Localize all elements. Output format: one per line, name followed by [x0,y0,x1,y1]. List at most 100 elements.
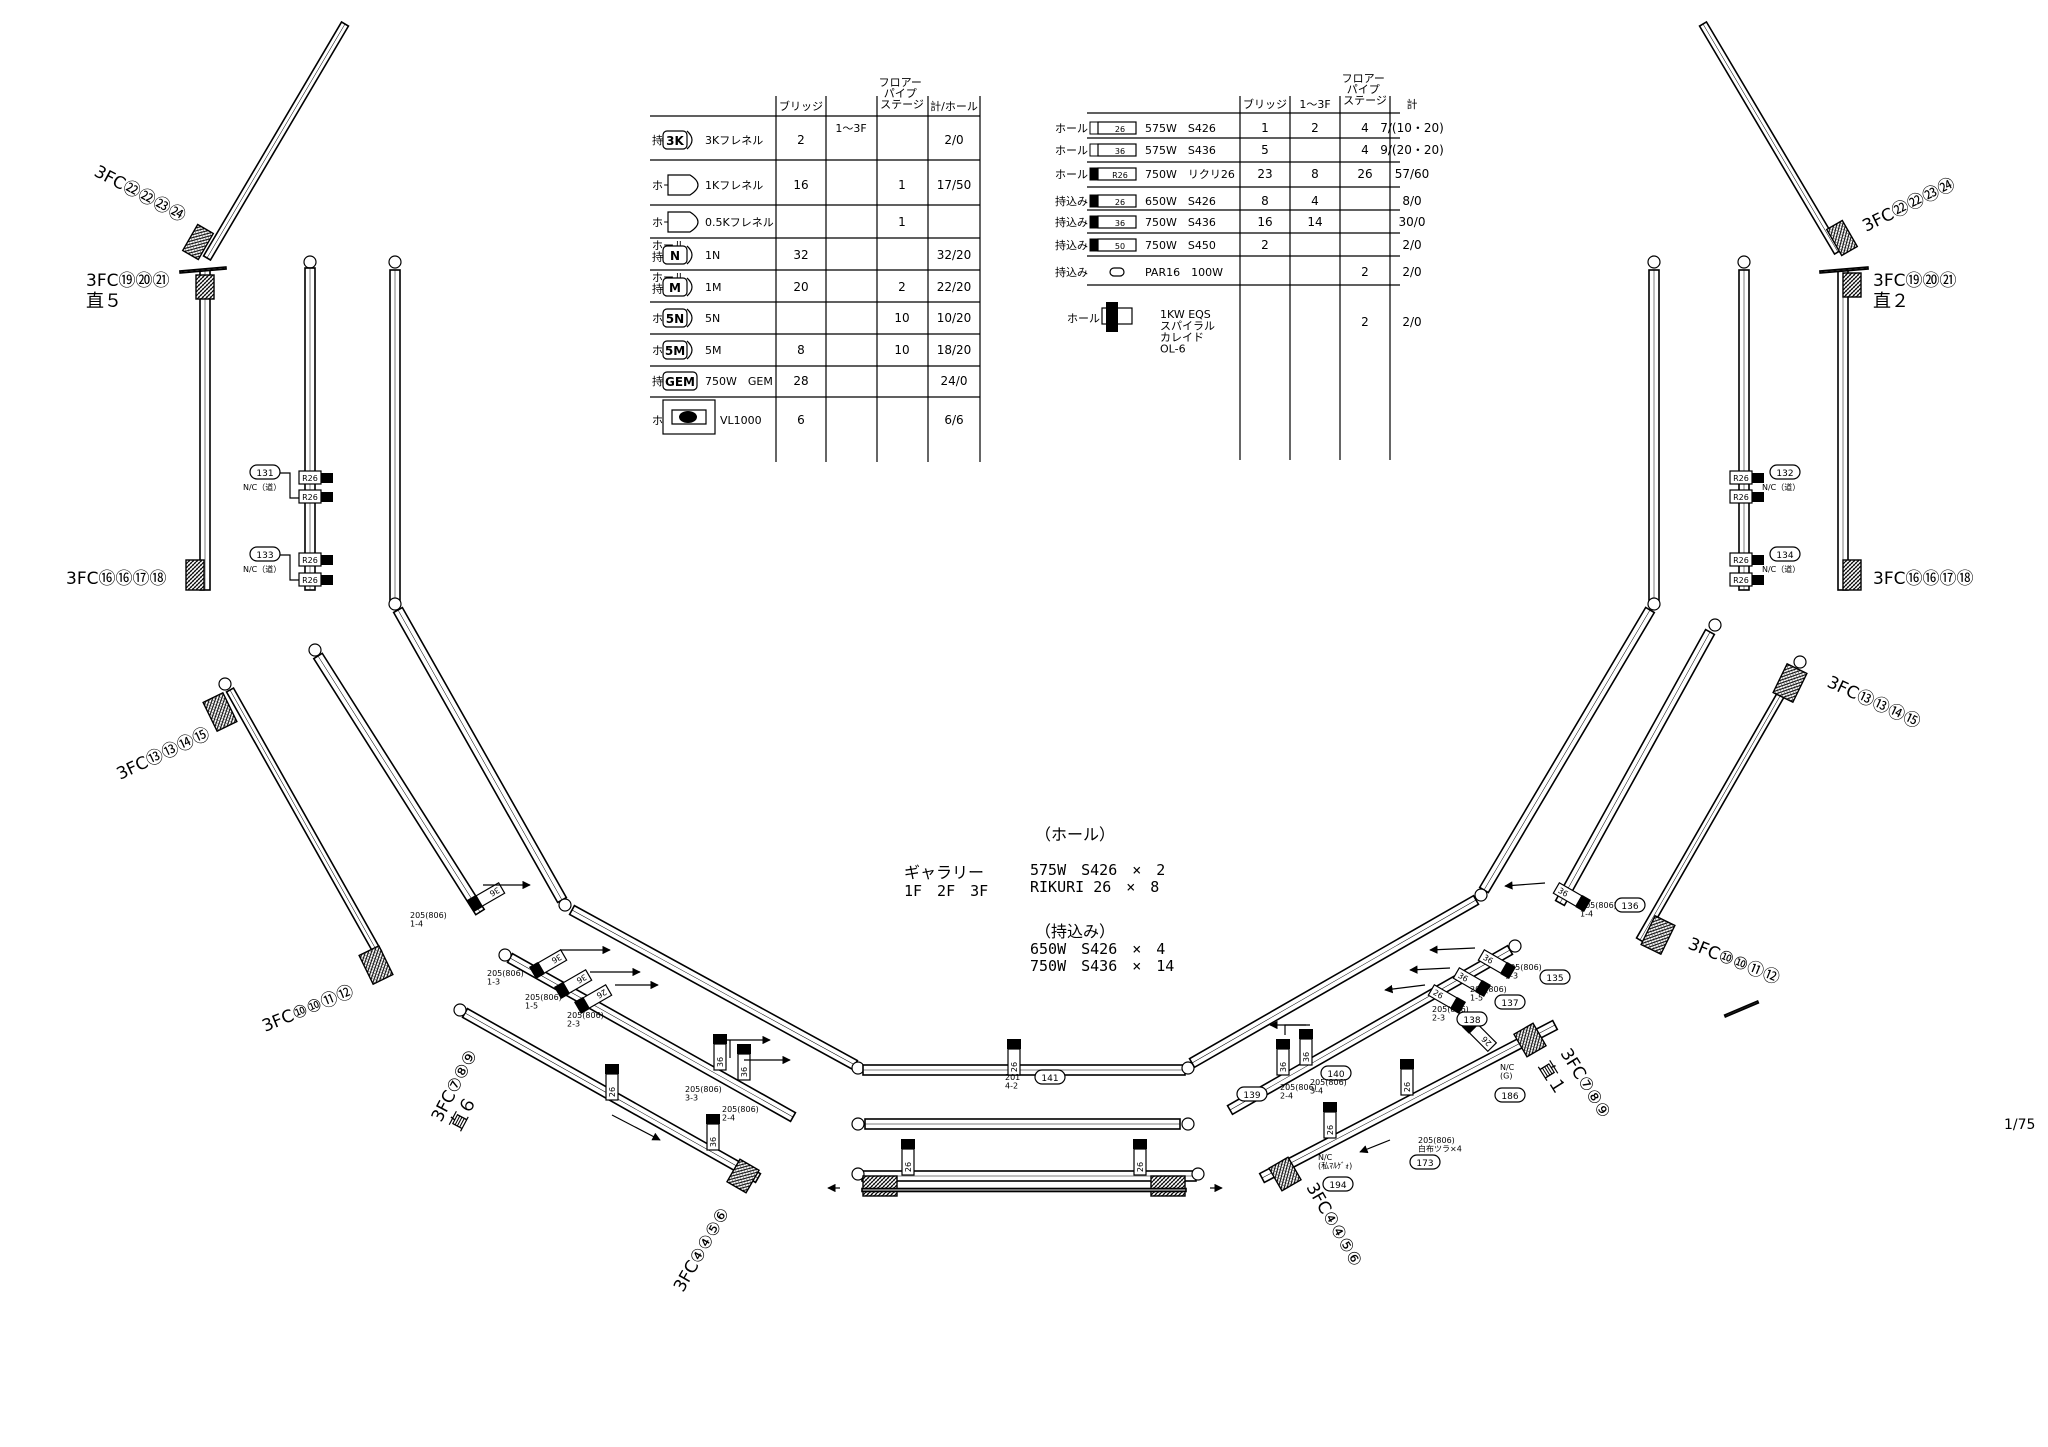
pipe-centerline [1724,1001,1759,1017]
rt-owner: 持込み [1055,238,1088,252]
rt-total: 9/(20・20) [1380,143,1444,157]
profile-body-icon [1097,215,1137,229]
lt-icon-code: 5N [666,312,684,326]
gallery-label: ギャラリー [904,863,984,882]
ch-205-1-5-left: 205(806)1-5 [525,993,562,1010]
rt-icon-code: 36 [1115,219,1125,228]
fixture-yoke [1575,894,1592,913]
lt-total: 24/0 [941,374,968,388]
lt-bridge: 2 [797,133,805,147]
left-outer-diagonal-pipe [202,20,350,262]
fixture-code: 26 [1326,1125,1335,1135]
lt-name: 1M [705,281,722,294]
nc-label-134: N/C（道） [1762,564,1800,574]
fixture-left-1-4: 36 [466,881,506,913]
rt-owner: ホール [1055,144,1088,157]
lt-name: 1N [705,249,720,262]
lt-bridge: 8 [797,343,805,357]
circuit-139-oval [1236,1086,1268,1102]
fixture-code: 26 [1431,988,1444,1001]
left-diagonal-pipe-a [392,606,568,904]
circuit-133-oval [249,546,281,562]
fc-label-right-direct2: 直２ [1873,291,1909,312]
r26-yoke [1752,473,1764,483]
fc-label-left-4: 3FC④④⑤⑥ [670,1205,734,1296]
rt-owner: 持込み [1055,265,1088,279]
rt-owner: ホール [1055,168,1088,181]
lt-name: 5M [705,344,722,357]
r26-131-a: R26 [302,474,318,483]
rt-name: PAR16 100W [1145,266,1223,279]
pipe-joint [498,948,512,962]
fixture-yoke [1323,1102,1337,1112]
fixture-yoke [573,996,590,1015]
center-upper-pipe [862,1064,1186,1076]
nc-label-133: N/C（道） [243,564,281,574]
shiro-label: 205(806)白布ツラ×4 [1418,1136,1462,1153]
center-left-clamp [862,1175,898,1197]
pipe-centerline [1191,899,1477,1064]
pipe-joint [1474,888,1488,902]
fixture-body [706,1123,720,1151]
circuit-186-oval [1494,1087,1526,1103]
right-diagonal-pipe-b [1554,628,1716,907]
fixture-yoke [1007,1039,1021,1049]
ch-205-3-3-left: 205(806)3-3 [685,1085,722,1102]
r26-131-b: R26 [302,493,318,502]
right-lower-diagonal-pipe [1188,894,1480,1069]
lt-bridge: 20 [793,280,808,294]
connector-line [1284,1024,1310,1035]
right-outer-vertical-pipe [1837,269,1849,591]
pipe-joint [388,597,402,611]
pipe-joint [1647,255,1661,269]
pipe-joint [1708,618,1722,632]
right-clamp-7 [1513,1022,1547,1058]
right-clamp-13 [1772,662,1808,704]
ch-205-1-4-right: 205(806)1-4 [1580,901,1617,918]
fixture-code: 36 [1302,1052,1311,1062]
circuit-link [280,554,299,581]
rt-owner: ホール [1055,122,1088,135]
ch-205-1-3-right: 205(806)1-3 [1505,963,1542,980]
fixture-left-2-3: 26 [573,983,613,1015]
right-top-clamp [1825,219,1859,257]
lt-bridge: 6 [797,413,805,427]
center-lower-bar [861,1187,1187,1193]
r26-yoke [1752,492,1764,502]
circuit-133: 133 [256,551,273,561]
lt-header-floor-1: フロアー [879,76,922,89]
fixture-code: 36 [550,952,563,965]
fixture-code: 36 [1481,953,1494,966]
pipe-centerline [509,957,794,1118]
fixture-code: 36 [1556,886,1569,899]
spot-icon [662,340,688,360]
circuit-137-oval [1494,994,1526,1010]
fixture-body [1552,881,1583,908]
rt-total: 7/(10・20) [1380,121,1444,135]
profile-back-icon [1089,215,1099,229]
lens-icon [686,130,693,150]
fixture-body [1468,1023,1498,1053]
fixture-left-3-3: 36 [713,1034,727,1071]
lt-row: ホール5N5N1010/20 [652,308,971,328]
fixture-code: 36 [709,1137,718,1147]
fixture-body [1427,983,1458,1010]
hall-title: （ホール） [1035,825,1115,844]
rt-name: 750W リクリ26 [1145,168,1235,181]
pipe-centerline [179,267,227,273]
pipe-joint [851,1117,865,1131]
ch-205-1-4-left: 205(806)1-4 [410,911,447,928]
pipe-joint [1647,597,1661,611]
spot-icon [662,277,688,297]
fixture-body [475,881,506,908]
r26-133-a: R26 [302,556,318,565]
rt-bridge: 23 [1257,167,1272,181]
pipe-joint [1181,1117,1195,1131]
fc-label-left-top: 3FC㉒㉒㉓㉔ [91,162,189,227]
circuit-141-oval [1034,1069,1066,1085]
rt-name: 575W S436 [1145,144,1216,157]
